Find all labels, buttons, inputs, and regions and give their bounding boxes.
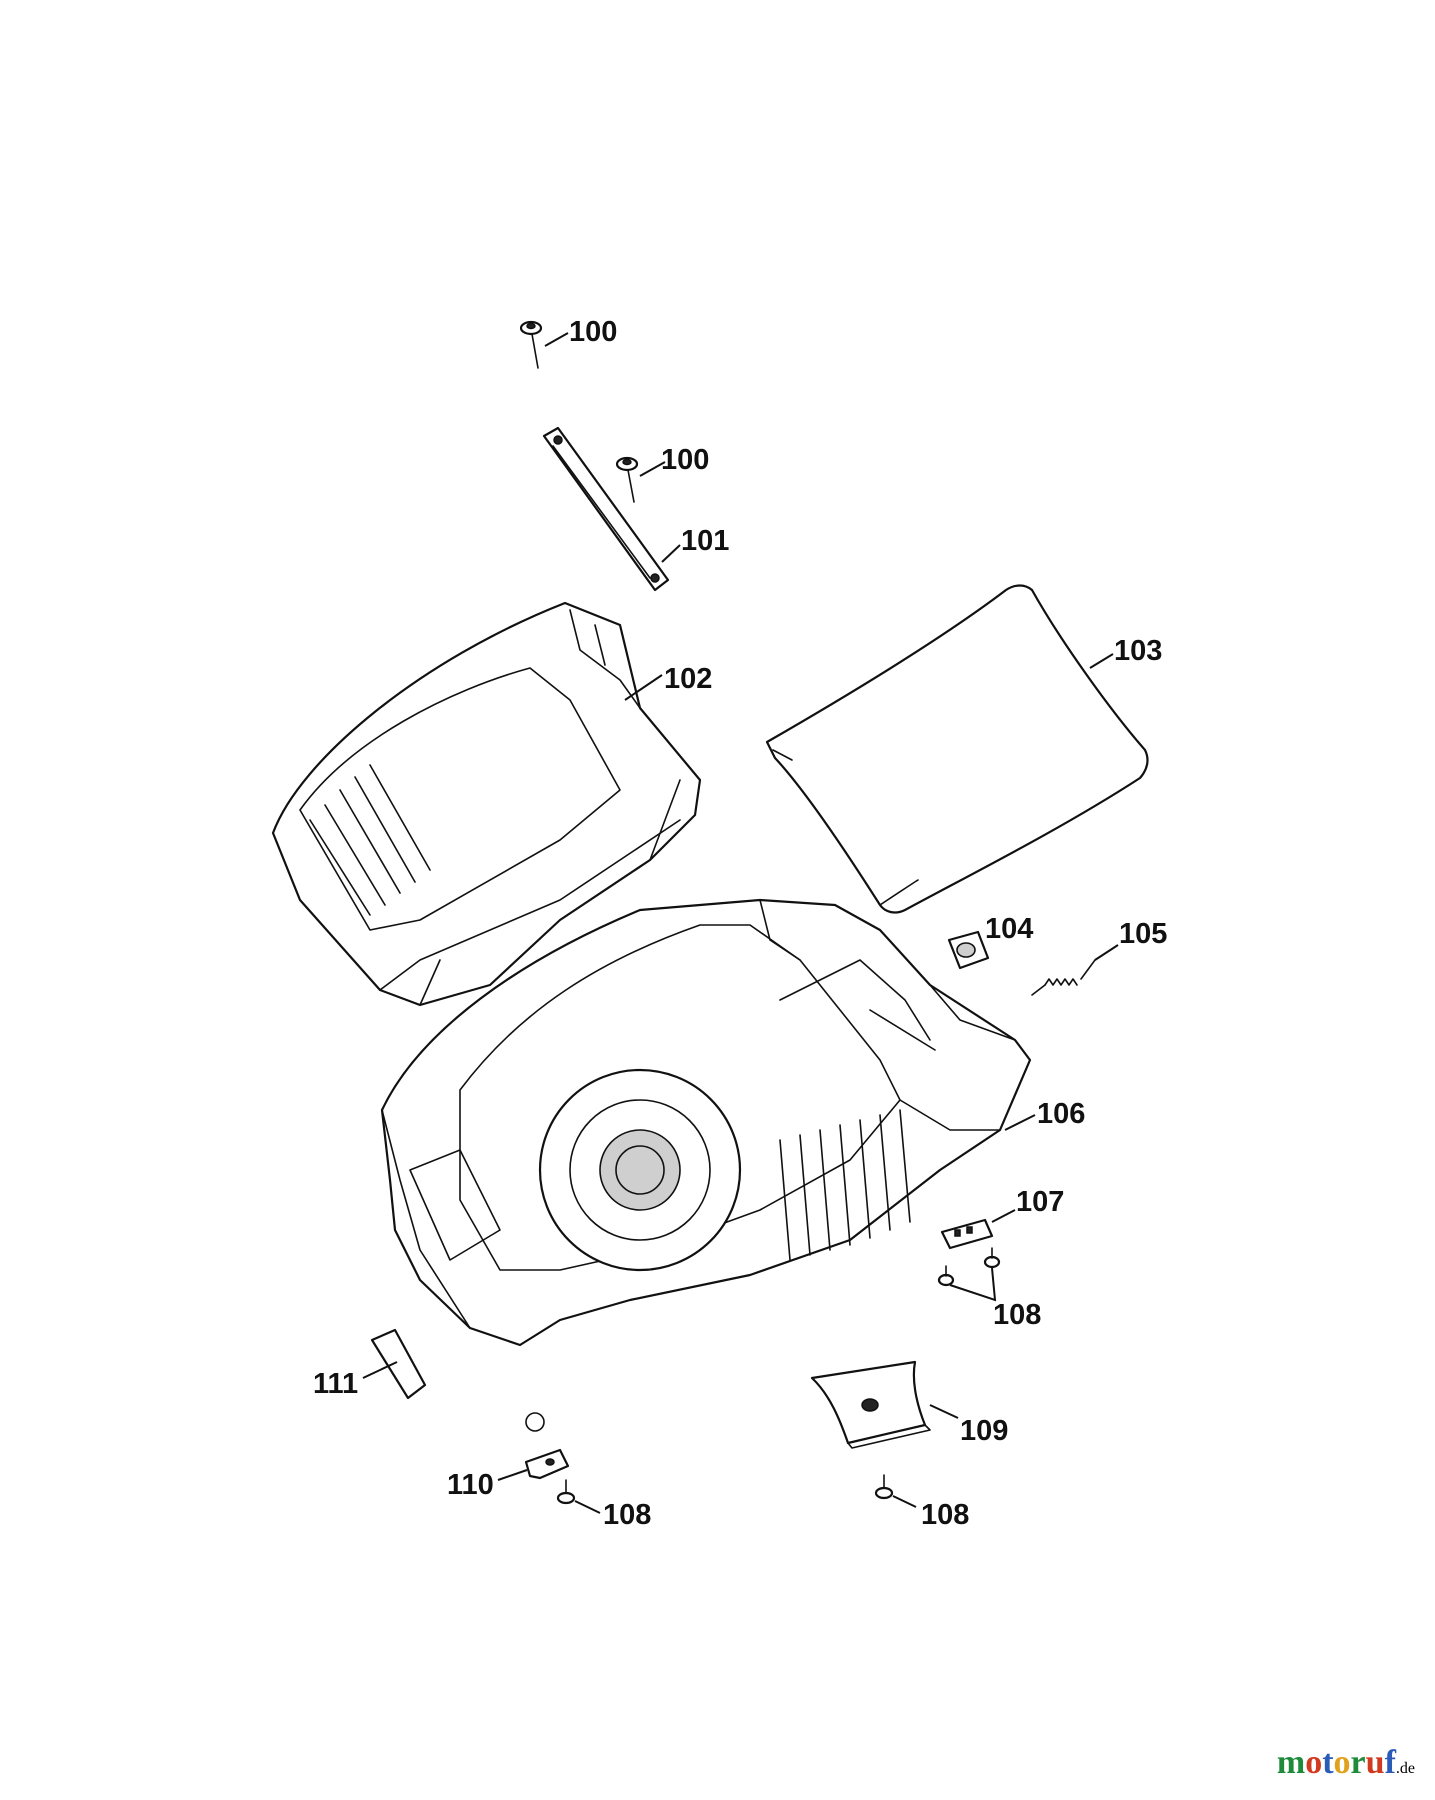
label-110: 110: [447, 1469, 494, 1501]
screw-108-right-a: [937, 1265, 955, 1287]
label-103: 103: [1114, 635, 1162, 667]
label-plate-111: [370, 1328, 427, 1400]
label-100-top: 100: [569, 316, 617, 348]
label-101: 101: [681, 525, 729, 557]
label-105: 105: [1119, 918, 1167, 950]
deck-106: [380, 898, 1032, 1432]
label-106: 106: [1037, 1098, 1085, 1130]
bracket-101: [542, 426, 670, 592]
label-108-right: 108: [993, 1299, 1041, 1331]
screw-100-top: [519, 320, 543, 369]
label-107: 107: [1016, 1186, 1064, 1218]
label-108-bottom-left: 108: [603, 1499, 651, 1531]
watermark-logo: motoruf.de: [1277, 1744, 1415, 1782]
watermark-letter: o: [1333, 1744, 1351, 1781]
latch-110: [524, 1448, 570, 1480]
screw-108-right-b: [983, 1247, 1001, 1269]
label-100-second: 100: [661, 444, 709, 476]
screw-108-bottom-left: [556, 1479, 576, 1505]
watermark-brand: motoruf: [1277, 1744, 1396, 1781]
watermark-letter: m: [1276, 1744, 1306, 1781]
label-108-bottom-right: 108: [921, 1499, 969, 1531]
label-104: 104: [985, 913, 1033, 945]
label-109: 109: [960, 1415, 1008, 1447]
watermark-letter: f: [1384, 1744, 1396, 1781]
screw-108-bottom-right: [874, 1474, 894, 1500]
watermark-letter: r: [1350, 1744, 1366, 1781]
label-111: 111: [313, 1368, 358, 1400]
plate-109: [810, 1360, 931, 1449]
watermark-letter: t: [1322, 1744, 1334, 1781]
screw-100-second: [615, 456, 639, 503]
spring-105: [1031, 959, 1096, 996]
label-102: 102: [664, 663, 712, 695]
watermark-tld: .de: [1395, 1760, 1415, 1777]
clip-104: [947, 930, 990, 970]
clip-107: [940, 1218, 994, 1250]
motor-cover-102: [271, 601, 702, 1007]
watermark-letter: o: [1305, 1744, 1323, 1781]
watermark-letter: u: [1365, 1744, 1385, 1781]
lid-103: [765, 584, 1149, 914]
